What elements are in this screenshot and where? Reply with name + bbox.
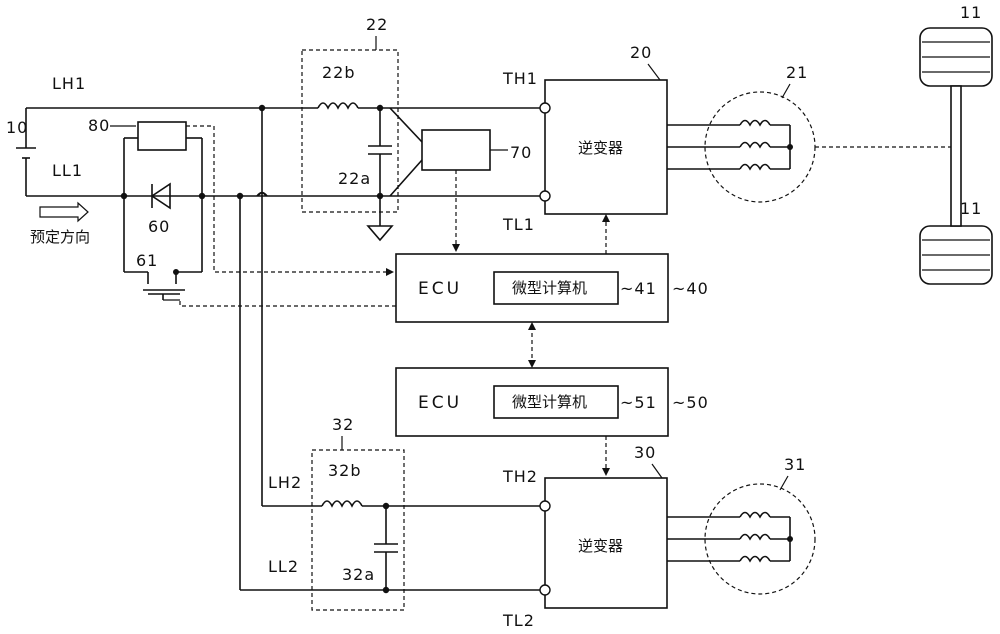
inverter-30-label: 逆变器 [578, 537, 623, 555]
diode-60 [150, 182, 171, 210]
inverter-20 [539, 79, 668, 215]
direction-arrow [39, 201, 89, 223]
ecu-40-label: ECU [418, 279, 462, 299]
micro-41-label: 微型计算机 [512, 279, 587, 297]
label-51: ~51 [620, 393, 657, 412]
label-80: 80 [88, 116, 110, 135]
label-70: 70 [510, 143, 532, 162]
label-50: ~50 [672, 393, 709, 412]
label-30: 30 [634, 443, 656, 462]
label-lh2: LH2 [268, 473, 302, 492]
label-31: 31 [784, 455, 806, 474]
motor-31 [667, 483, 816, 595]
node-dot [120, 192, 128, 200]
label-lh1: LH1 [52, 74, 86, 93]
label-21: 21 [786, 63, 808, 82]
line-lh2 [261, 108, 541, 508]
label-32: 32 [332, 415, 354, 434]
label-th1: TH1 [502, 69, 538, 88]
ecu-50-label: ECU [418, 393, 462, 413]
label-ll1: LL1 [52, 161, 83, 180]
line-lh1 [26, 102, 541, 110]
inverter-30 [539, 477, 668, 609]
label-32b: 32b [328, 461, 362, 480]
relay-80 [123, 121, 203, 196]
line-ll2 [239, 196, 541, 591]
label-11-bottom: 11 [960, 199, 982, 218]
label-32a: 32a [342, 565, 375, 584]
label-th2: TH2 [502, 467, 538, 486]
wheel-axle [919, 27, 993, 285]
label-41: ~41 [620, 279, 657, 298]
micro-51-label: 微型计算机 [512, 393, 587, 411]
motor-21 [667, 91, 955, 203]
filter-22-box [301, 49, 399, 213]
inverter-20-label: 逆变器 [578, 139, 623, 157]
capacitor-22a [366, 104, 394, 242]
label-tl2: TL2 [502, 611, 535, 630]
switch-61 [123, 196, 203, 301]
filter-32-box [311, 449, 405, 611]
label-61: 61 [136, 251, 158, 270]
label-22: 22 [366, 15, 388, 34]
node-dot [198, 192, 206, 200]
direction-text: 预定方向 [30, 228, 90, 246]
battery-10 [16, 108, 36, 196]
label-22b: 22b [322, 63, 356, 82]
ecu-50 [395, 367, 669, 437]
label-20: 20 [630, 43, 652, 62]
label-11-top: 11 [960, 3, 982, 22]
capacitor-32a [374, 502, 398, 594]
label-tl1: TL1 [502, 215, 535, 234]
label-40: ~40 [672, 279, 709, 298]
signal-lines [179, 125, 610, 476]
label-22a: 22a [338, 169, 371, 188]
label-60: 60 [148, 217, 170, 236]
sensor-70 [389, 107, 508, 197]
label-10: 10 [6, 118, 28, 137]
ecu-40 [395, 253, 669, 323]
label-ll2: LL2 [268, 557, 299, 576]
